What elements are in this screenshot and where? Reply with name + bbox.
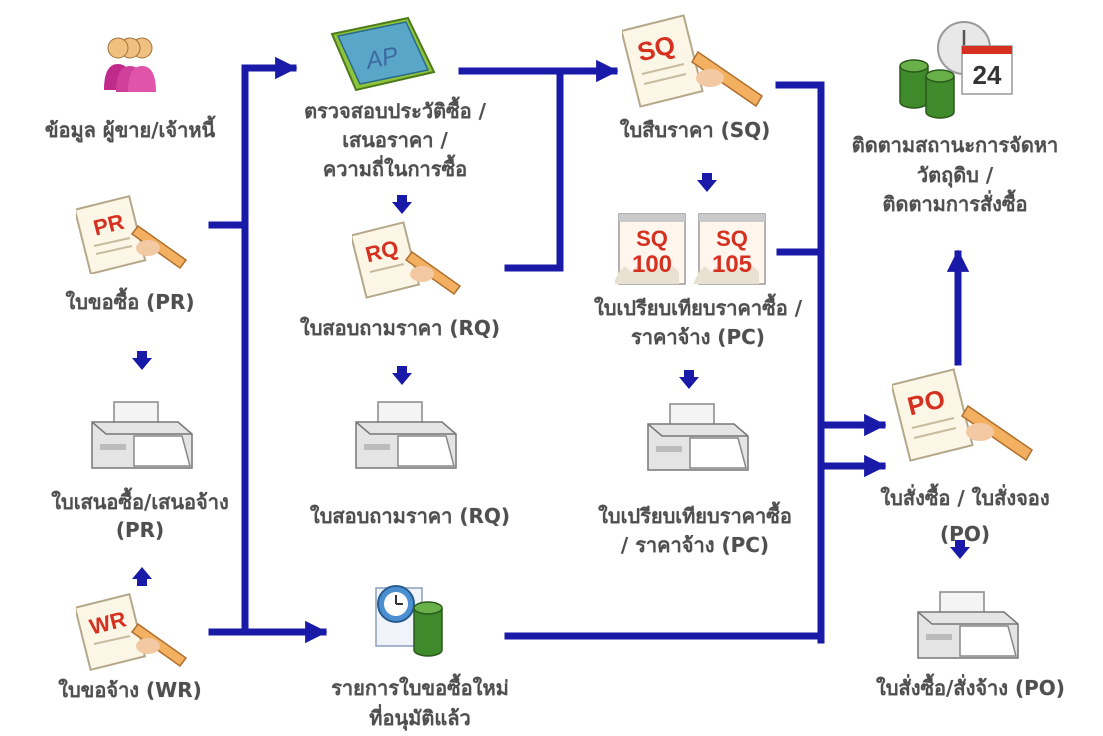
pr-label: ใบขอซื้อ (PR) xyxy=(65,290,195,314)
printer-icon xyxy=(917,591,1019,659)
approved-label-1: รายการใบขอซื้อใหม่ xyxy=(331,676,509,700)
arrow-pc-to-print xyxy=(679,370,699,389)
approved-label-2: ที่อนุมัติแล้ว xyxy=(369,706,471,730)
arrow-rq-to-print xyxy=(392,366,412,385)
po-print-label: ใบสั่งซื้อ/สั่งจ้าง (PO) xyxy=(876,676,1065,700)
people-icon xyxy=(104,37,156,92)
rq-document-icon: RQ xyxy=(352,221,462,299)
pc-cal1-num: 100 xyxy=(632,251,672,278)
arrow-po-to-print xyxy=(950,540,970,559)
arrow-wr-to-print xyxy=(132,567,152,586)
track-label-3: ติดตามการสั่งซื้อ xyxy=(882,192,1028,216)
history-label-3: ความถี่ในการซื้อ xyxy=(322,157,468,181)
printer-icon xyxy=(647,403,749,471)
track-label-2: วัตถุดิบ / xyxy=(916,163,994,187)
pc-cal1-top: SQ xyxy=(636,226,668,251)
sq-document-icon: SQ xyxy=(622,14,764,108)
wr-document-icon: WR xyxy=(76,592,188,672)
track-cal-num: 24 xyxy=(973,60,1002,90)
ap-book-icon: AP xyxy=(330,16,436,92)
arrow-history-to-rq xyxy=(392,195,412,214)
po-document-icon: PO xyxy=(892,368,1034,462)
wr-label: ใบขอจ้าง (WR) xyxy=(58,678,202,702)
printer-icon xyxy=(355,401,457,469)
pr-print-label-1: ใบเสนอซื้อ/เสนอจ้าง xyxy=(51,490,229,514)
database-calendar-clock-icon: 24 xyxy=(899,21,1013,119)
po-label-2: (PO) xyxy=(940,522,990,546)
pr-print-label-2: (PR) xyxy=(115,518,165,542)
arrow-pr-to-print xyxy=(132,351,152,370)
pc-label-2: ราคาจ้าง (PC) xyxy=(631,325,765,349)
database-clock-icon xyxy=(375,585,443,657)
track-label-1: ติดตามสถานะการจัดหา xyxy=(851,133,1059,157)
history-label-1: ตรวจสอบประวัติซื้อ / xyxy=(304,99,486,123)
pc-cal2-num: 105 xyxy=(712,251,752,278)
sq-label: ใบสืบราคา (SQ) xyxy=(619,118,771,142)
pc-label-1: ใบเปรียบเทียบราคาซื้อ / xyxy=(593,296,803,320)
history-label-2: เสนอราคา / xyxy=(342,128,448,152)
rq-label: ใบสอบถามราคา (RQ) xyxy=(299,316,501,340)
calendar-sq-icon: SQ 100 SQ 105 xyxy=(615,213,766,285)
printer-icon xyxy=(91,401,193,469)
pc-print-label-2: / ราคาจ้าง (PC) xyxy=(620,533,770,557)
pc-print-label-1: ใบเปรียบเทียบราคาซื้อ xyxy=(598,504,792,528)
pr-document-icon: PR xyxy=(76,194,188,274)
po-label-1: ใบสั่งซื้อ / ใบสั่งจอง xyxy=(880,486,1050,510)
rq-print-label: ใบสอบถามราคา (RQ) xyxy=(309,504,511,528)
arrow-sq-to-pc xyxy=(697,173,717,192)
connector-rq-sq xyxy=(504,67,564,272)
vendor-label: ข้อมูล ผู้ขาย/เจ้าหนี้ xyxy=(44,118,216,142)
pc-cal2-top: SQ xyxy=(716,226,748,251)
